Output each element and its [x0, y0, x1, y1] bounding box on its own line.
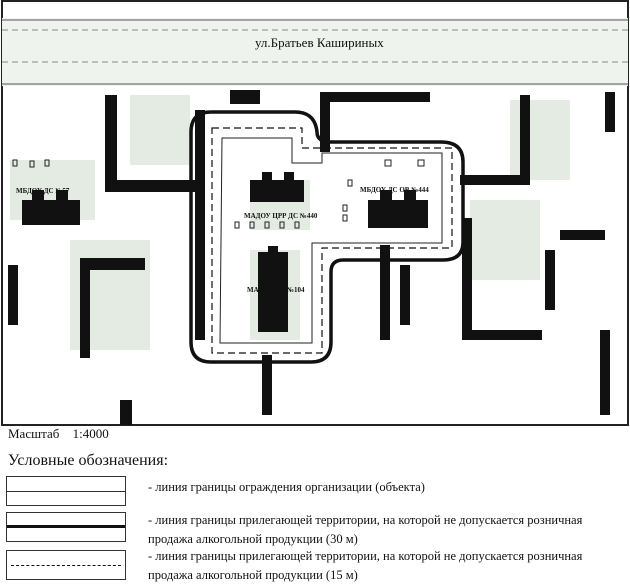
label-maou-104-right: №104 [286, 286, 305, 294]
scale-label: Масштаб [8, 426, 60, 441]
legend-title: Условные обозначения: [8, 452, 169, 469]
boundary-30m [189, 110, 465, 364]
legend-text-fence: - линия границы ограждения организации (… [148, 480, 425, 494]
legend-text-15m: - линия границы прилегающей территории, … [148, 549, 583, 582]
label-mbdou-57: МБДОУ ДС №57 [16, 187, 70, 195]
street: ул.Братьев Кашириных [2, 18, 628, 86]
label-madou-440: МАДОУ ЦРР ДС №440 [244, 212, 318, 220]
fence-lines [219, 137, 443, 344]
legend-swatch-15m [6, 550, 126, 580]
label-maou-104-left: МАО [247, 286, 264, 294]
site-map: ул.Братьев Кашириных [1, 0, 629, 426]
street-label: ул.Братьев Кашириных [255, 35, 384, 50]
legend-swatch-30m [6, 512, 126, 542]
label-mbdou-444: МБДОУ ДС ОВ №444 [360, 186, 429, 194]
small-structures [12, 159, 425, 229]
buildings [8, 90, 615, 425]
legend-swatch-fence [6, 476, 126, 506]
map-scale: Масштаб 1:4000 [8, 426, 119, 442]
legend-text-30m: - линия границы прилегающей территории, … [148, 513, 583, 546]
scale-value: 1:4000 [72, 426, 109, 441]
